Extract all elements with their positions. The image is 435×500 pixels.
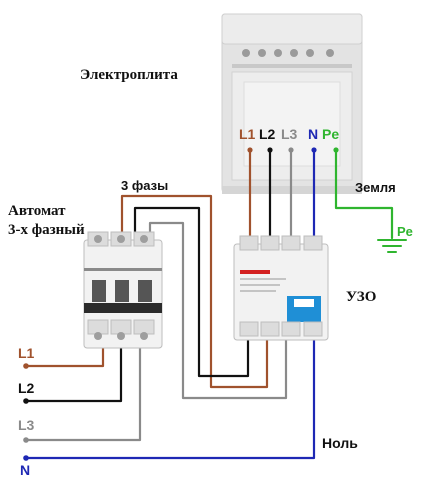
stove-terminal-pe: Pe xyxy=(322,126,339,142)
stove-knobs xyxy=(242,49,334,57)
input-label-n: N xyxy=(20,462,30,478)
rcd-label: УЗО xyxy=(346,289,376,305)
stove-terminal-dots xyxy=(247,147,339,153)
wire-phase-1 xyxy=(120,194,269,389)
input-terminal-dots xyxy=(23,363,29,461)
ground-label: Земля xyxy=(355,180,396,195)
stove-terminal-n: N xyxy=(308,126,318,142)
three-phase-breaker xyxy=(83,231,163,349)
rcd-device xyxy=(233,235,329,341)
wire-input-n xyxy=(24,334,316,460)
stove-terminal-l1: L1 xyxy=(239,126,256,142)
wire-input-l2 xyxy=(24,335,123,403)
wire-ground xyxy=(334,148,394,240)
wire-input-l3 xyxy=(24,335,142,442)
breaker-label-line1: Автомат xyxy=(8,203,66,219)
wire-phase-2 xyxy=(133,206,250,378)
breaker-label-line2: 3-х фазный xyxy=(8,222,85,238)
ground-symbol xyxy=(377,239,407,253)
phases-label: 3 фазы xyxy=(121,178,168,193)
stove-label: Электроплита xyxy=(80,67,178,83)
input-label-l1: L1 xyxy=(18,345,35,361)
input-label-l3: L3 xyxy=(18,417,35,433)
stove-terminal-l3: L3 xyxy=(281,126,298,142)
wire-phase-3 xyxy=(148,221,288,400)
stove-terminal-l2: L2 xyxy=(259,126,276,142)
neutral-label: Ноль xyxy=(322,435,358,451)
input-label-l2: L2 xyxy=(18,380,35,396)
ground-terminal-label: Pe xyxy=(397,224,413,239)
